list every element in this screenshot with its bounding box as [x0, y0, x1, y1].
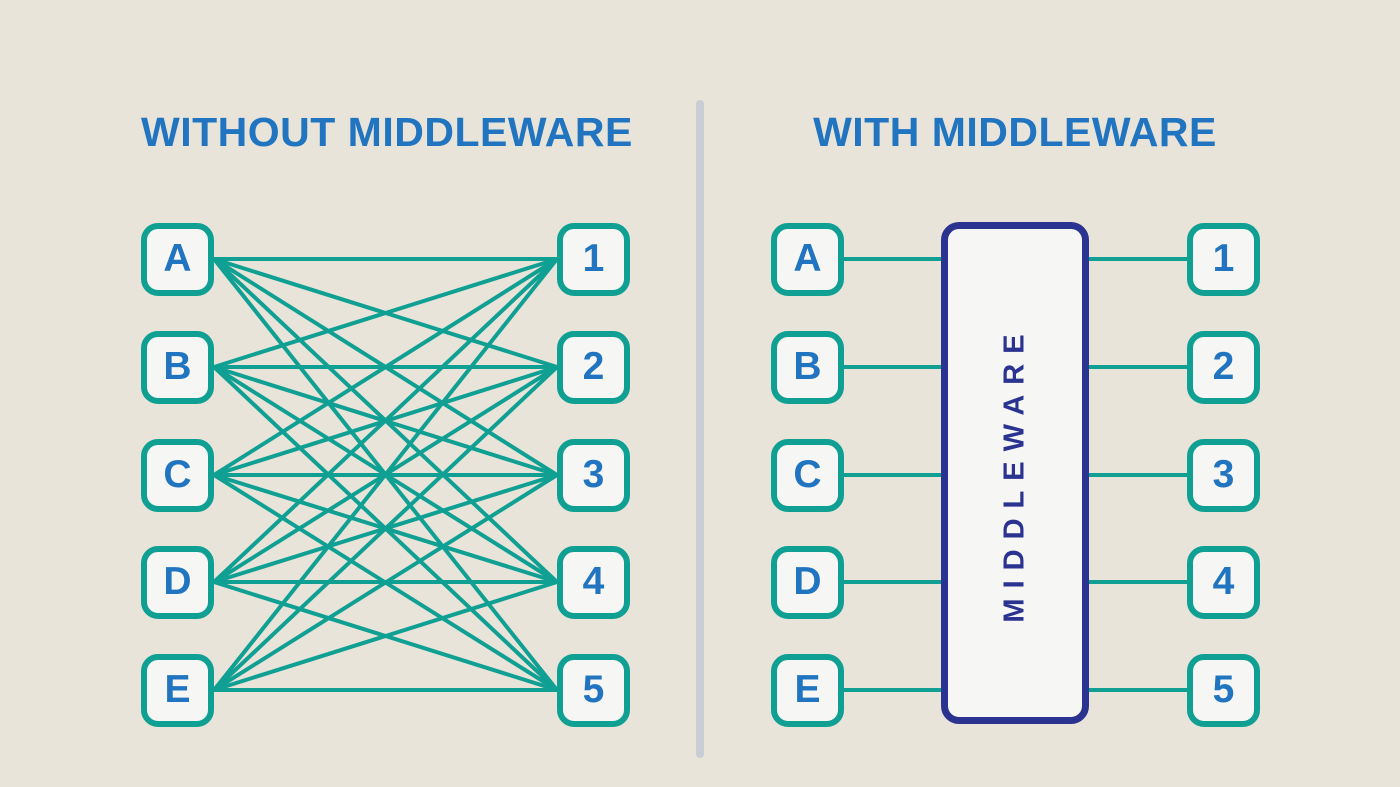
right-target-node-5: 5: [1187, 653, 1260, 727]
wire-E-4: [213, 580, 558, 692]
right-source-node-e: E: [771, 653, 844, 727]
left-source-node-b: B: [141, 330, 214, 404]
right-target-node-4: 4: [1187, 545, 1260, 619]
right-source-node-b: B: [771, 330, 844, 404]
middleware-label: MIDDLEWARE: [998, 323, 1031, 623]
left-source-node-d: D: [141, 545, 214, 619]
left-target-node-1: 1: [557, 222, 630, 296]
wire-E-2: [212, 365, 559, 692]
wire-D-1: [212, 257, 559, 584]
left-target-node-3: 3: [557, 438, 630, 512]
right-source-node-a: A: [771, 222, 844, 296]
wire-B-1: [213, 257, 558, 369]
left-panel-title: WITHOUT MIDDLEWARE: [141, 109, 633, 155]
right-source-node-d: D: [771, 545, 844, 619]
wire-E-1: [212, 257, 559, 692]
wire-C-1: [212, 257, 559, 477]
right-panel-title: WITH MIDDLEWARE: [813, 109, 1217, 155]
left-source-node-a: A: [141, 222, 214, 296]
right-target-node-1: 1: [1187, 222, 1260, 296]
right-target-node-2: 2: [1187, 330, 1260, 404]
left-source-node-c: C: [141, 438, 214, 512]
right-target-node-3: 3: [1187, 438, 1260, 512]
panel-divider: [696, 100, 704, 758]
middleware-box: MIDDLEWARE: [941, 222, 1089, 724]
left-target-node-2: 2: [557, 330, 630, 404]
right-source-node-c: C: [771, 438, 844, 512]
left-source-node-e: E: [141, 653, 214, 727]
left-target-node-5: 5: [557, 653, 630, 727]
left-target-node-4: 4: [557, 545, 630, 619]
wire-E-3: [212, 473, 559, 692]
